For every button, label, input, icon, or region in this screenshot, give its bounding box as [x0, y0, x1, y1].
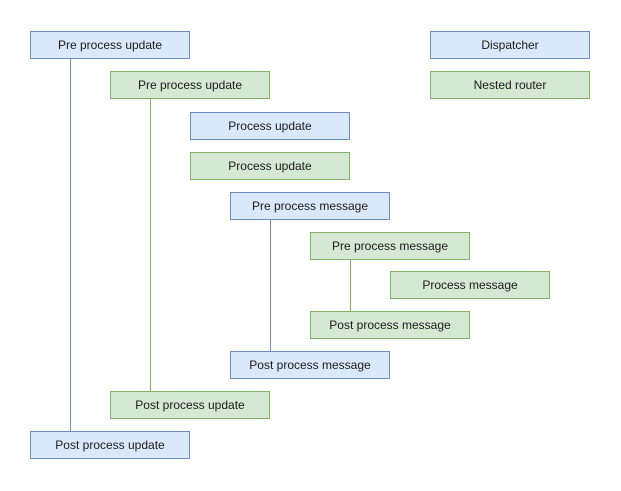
connector-dispatcher-update-span [70, 59, 71, 431]
flow-node-post-process-update-router[interactable]: Post process update [110, 391, 270, 419]
legend-item-nested-router[interactable]: Nested router [430, 71, 590, 99]
flow-node-pre-process-update-router[interactable]: Pre process update [110, 71, 270, 99]
flow-node-pre-process-message-dispatcher[interactable]: Pre process message [230, 192, 390, 220]
flow-node-post-process-message-router[interactable]: Post process message [310, 311, 470, 339]
flow-node-process-update-dispatcher[interactable]: Process update [190, 112, 350, 140]
legend-item-dispatcher[interactable]: Dispatcher [430, 31, 590, 59]
connector-dispatcher-message-span [270, 220, 271, 351]
flow-node-pre-process-message-router[interactable]: Pre process message [310, 232, 470, 260]
flow-node-process-message-router[interactable]: Process message [390, 271, 550, 299]
flow-node-post-process-update-dispatcher[interactable]: Post process update [30, 431, 190, 459]
flow-node-process-update-router[interactable]: Process update [190, 152, 350, 180]
flow-node-post-process-message-dispatcher[interactable]: Post process message [230, 351, 390, 379]
connector-router-message-span [350, 260, 351, 311]
flow-node-pre-process-update-dispatcher[interactable]: Pre process update [30, 31, 190, 59]
connector-router-update-span [150, 99, 151, 391]
